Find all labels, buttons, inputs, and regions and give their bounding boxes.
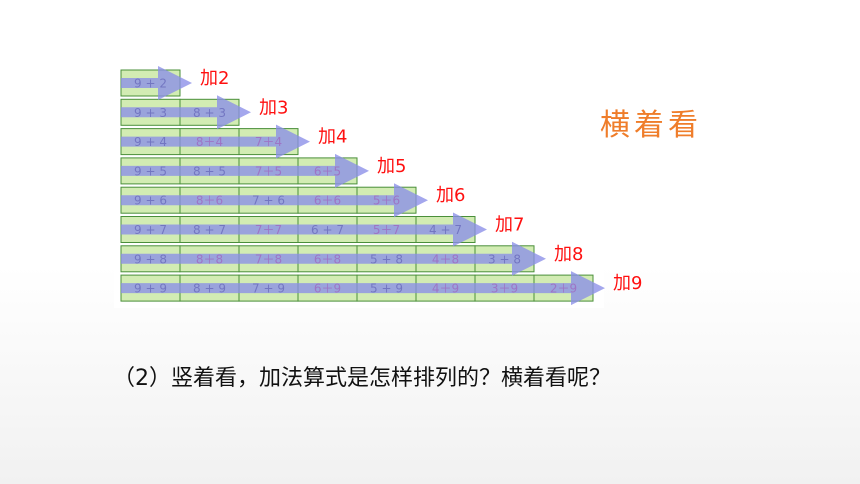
add-n-label: 加8 bbox=[554, 244, 583, 265]
add-n-label: 加2 bbox=[200, 68, 229, 89]
heng-zhe-kan-label: 横着看 bbox=[600, 108, 702, 143]
row-arrow bbox=[121, 153, 369, 188]
row-arrow bbox=[121, 212, 487, 247]
row-arrow bbox=[121, 124, 310, 159]
row-arrow bbox=[121, 95, 251, 130]
arrows-layer bbox=[121, 66, 605, 306]
row-arrow bbox=[121, 183, 428, 218]
add-n-label: 加4 bbox=[318, 127, 347, 148]
add-n-label: 加7 bbox=[495, 215, 524, 236]
add-n-label: 加5 bbox=[377, 156, 406, 177]
row-arrow bbox=[121, 66, 192, 100]
add-n-label: 加9 bbox=[613, 273, 642, 294]
row-arrow bbox=[121, 271, 605, 306]
row-arrow bbox=[121, 241, 546, 276]
question-text: （2）竖着看，加法算式是怎样排列的？横着看呢？ bbox=[113, 366, 611, 391]
add-n-label: 加3 bbox=[259, 97, 288, 118]
add-n-label: 加6 bbox=[436, 185, 465, 206]
labels-layer: 加2 加3 加4 加5 加6 加7 加8 加9 bbox=[200, 68, 642, 294]
